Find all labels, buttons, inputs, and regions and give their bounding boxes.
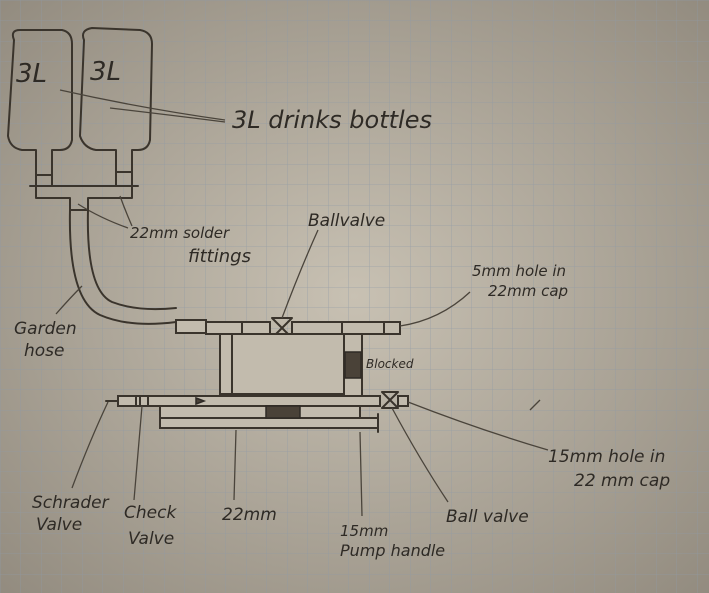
cap-bottom-label-1: 15mm hole in — [548, 447, 665, 467]
hose-label-1: Garden — [14, 319, 77, 339]
garden-hose — [68, 209, 177, 325]
bottle-label-right: 3L — [90, 57, 121, 87]
hose-label-2: hose — [24, 341, 65, 361]
pump-label-1: 15mm — [340, 522, 388, 540]
pump-label-2: Pump handle — [340, 541, 445, 560]
fittings-label-2: fittings — [188, 246, 251, 267]
pump-assembly — [105, 395, 381, 433]
check-label-1: Check — [124, 503, 177, 523]
chamber — [219, 333, 363, 397]
blocked-label: Blocked — [366, 357, 414, 371]
bottle-right — [79, 27, 153, 173]
cap-top-label-1: 5mm hole in — [472, 262, 566, 280]
ballvalve-bottom — [381, 391, 409, 409]
bottle-left — [7, 29, 73, 176]
cap-bottom-label-2: 22 mm cap — [574, 471, 670, 491]
bottle-label-left: 3L — [16, 59, 47, 89]
check-label-2: Valve — [128, 529, 174, 549]
ballvalve-top — [271, 317, 293, 339]
ballvalve-bottom-label: Ball valve — [446, 507, 529, 527]
pipe-22mm-label: 22mm — [222, 505, 277, 525]
solder-fittings — [29, 171, 139, 211]
cap-top-label-2: 22mm cap — [488, 282, 568, 300]
schrader-label-2: Valve — [36, 515, 82, 535]
fittings-label-1: 22mm solder — [130, 224, 230, 242]
ballvalve-top-label: Ballvalve — [308, 211, 385, 231]
schrader-label-1: Schrader — [32, 493, 110, 513]
top-pipe — [175, 319, 401, 335]
bottles-label: 3L drinks bottles — [232, 106, 432, 134]
